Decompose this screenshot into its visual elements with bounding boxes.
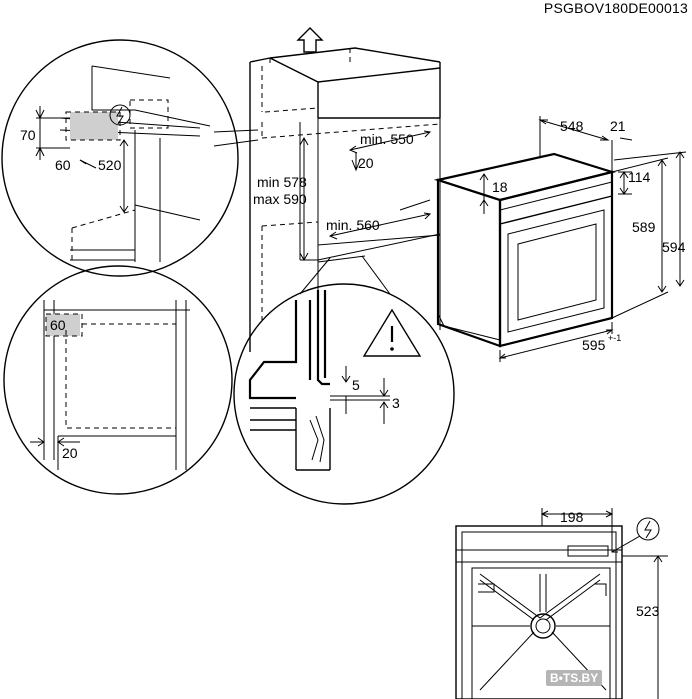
dim-label-60-mid: 60 bbox=[50, 317, 66, 333]
dim-label-594: 594 bbox=[662, 239, 686, 255]
dim-label-min578: min 578 bbox=[257, 174, 307, 190]
dim-label-20-cabinet: 20 bbox=[358, 155, 374, 171]
cabinet-drawing bbox=[249, 27, 441, 352]
dim-label-548: 548 bbox=[560, 118, 584, 134]
dim-label-114: 114 bbox=[628, 169, 651, 185]
dim-label-523: 523 bbox=[636, 603, 660, 619]
dim-label-21: 21 bbox=[610, 118, 626, 134]
dim-label-60: 60 bbox=[55, 157, 71, 173]
oven-drawing bbox=[433, 116, 687, 362]
arrow-up-icon bbox=[296, 27, 324, 53]
dim-label-18: 18 bbox=[492, 179, 508, 195]
dim-label-3: 3 bbox=[392, 395, 400, 411]
dim-label-max590: max 590 bbox=[253, 191, 307, 207]
dim-label-198: 198 bbox=[560, 509, 584, 525]
plan-view-drawing bbox=[455, 508, 668, 699]
document-code: PSGBOV180DE00013 bbox=[543, 0, 688, 16]
dim-label-70: 70 bbox=[20, 127, 36, 143]
dim-label-595: 595 bbox=[582, 337, 606, 353]
dim-label-20-mid: 20 bbox=[62, 445, 78, 461]
detail-circle-bottom bbox=[233, 255, 455, 505]
dim-label-589: 589 bbox=[632, 219, 656, 235]
dim-label-5: 5 bbox=[352, 377, 360, 393]
watermark: B•TS.BY bbox=[546, 670, 603, 686]
dim-label-min550: min. 550 bbox=[360, 131, 414, 147]
dim-label-520: 520 bbox=[98, 157, 122, 173]
detail-circle-mid-left bbox=[3, 265, 233, 495]
dim-label-min560: min. 560 bbox=[326, 217, 380, 233]
dim-label-595-tolerance: +-1 bbox=[608, 333, 621, 343]
electric-hazard-icon bbox=[109, 104, 131, 126]
warning-triangle-icon bbox=[362, 308, 422, 357]
detail-circle-top-left bbox=[1, 39, 259, 277]
electric-hazard-icon bbox=[611, 517, 660, 553]
